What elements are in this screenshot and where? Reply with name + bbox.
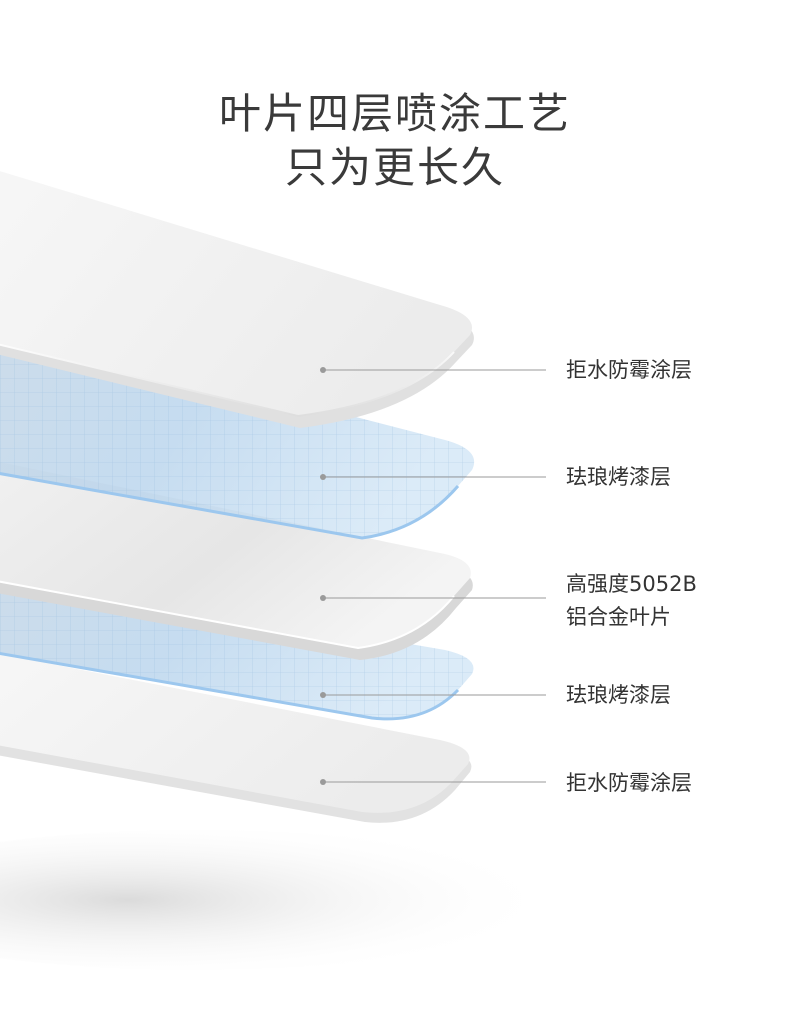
callout-label-aluminum-line-2: 铝合金叶片 bbox=[566, 605, 671, 629]
layer-top-coating bbox=[0, 171, 474, 428]
callout-label-bottom-coating: 拒水防霉涂层 bbox=[566, 771, 692, 795]
layer-bottom-coating bbox=[0, 653, 472, 823]
callout-label-top-coating: 拒水防霉涂层 bbox=[566, 358, 692, 382]
page-title-line-1: 叶片四层喷涂工艺 bbox=[218, 89, 571, 138]
ground-shadow bbox=[0, 830, 560, 970]
page-title-line-2: 只为更长久 bbox=[284, 143, 505, 192]
callout-label-enamel-upper: 珐琅烤漆层 bbox=[566, 465, 671, 489]
callout-label-aluminum-line-1: 高强度5052B bbox=[566, 572, 697, 596]
layer-aluminum-blade bbox=[0, 462, 473, 660]
callout-label-enamel-lower: 珐琅烤漆层 bbox=[566, 683, 671, 707]
leader-lines bbox=[320, 367, 546, 785]
